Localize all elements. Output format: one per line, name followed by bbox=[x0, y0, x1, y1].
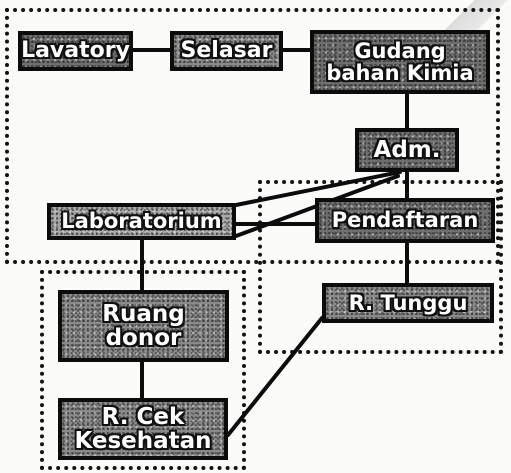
node-laboratorium: Laboratorium bbox=[47, 203, 236, 240]
node-r-tunggu: R. Tunggu bbox=[322, 283, 494, 323]
node-adm: Adm. bbox=[355, 128, 459, 172]
node-ruang-donor: Ruang donor bbox=[58, 290, 229, 362]
zone-top bbox=[5, 8, 500, 264]
node-lavatory: Lavatory bbox=[18, 31, 133, 71]
node-pendaftaran: Pendaftaran bbox=[315, 198, 495, 243]
node-gudang-bahan-kimia: Gudang bahan Kimia bbox=[310, 30, 490, 94]
link-r-cek-r-tunggu bbox=[226, 316, 324, 437]
node-selasar: Selasar bbox=[170, 31, 283, 71]
link-adm-laboratorium bbox=[234, 170, 402, 207]
node-r-cek-kesehatan: R. Cek Kesehatan bbox=[58, 398, 228, 460]
